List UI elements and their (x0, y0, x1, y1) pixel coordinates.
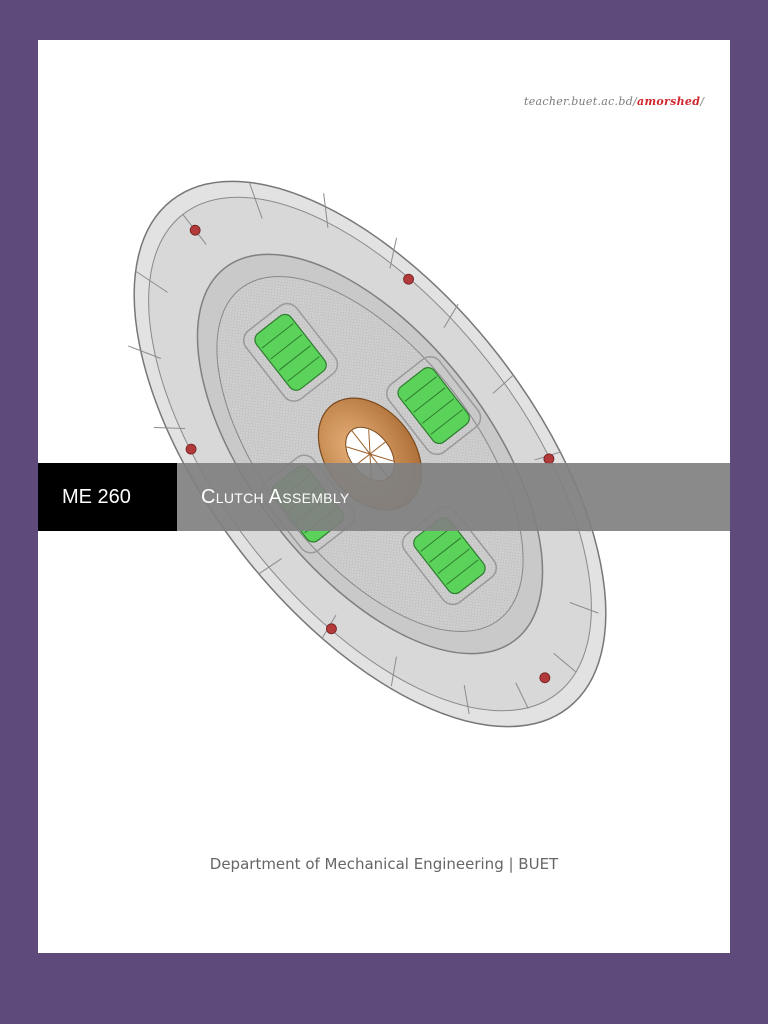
url-suffix: / (700, 95, 705, 108)
url-highlight: amorshed (637, 95, 701, 108)
document-title: Clutch Assembly (177, 463, 730, 531)
author-url[interactable]: teacher.buet.ac.bd/amorshed/ (524, 95, 704, 108)
url-prefix: teacher.buet.ac.bd/ (524, 95, 638, 108)
clutch-disc-icon (128, 180, 607, 728)
course-code-band: ME 260 (38, 463, 177, 531)
cover-page: teacher.buet.ac.bd/amorshed/ (38, 40, 730, 953)
footer-department: Department of Mechanical Engineering | B… (209, 855, 559, 873)
